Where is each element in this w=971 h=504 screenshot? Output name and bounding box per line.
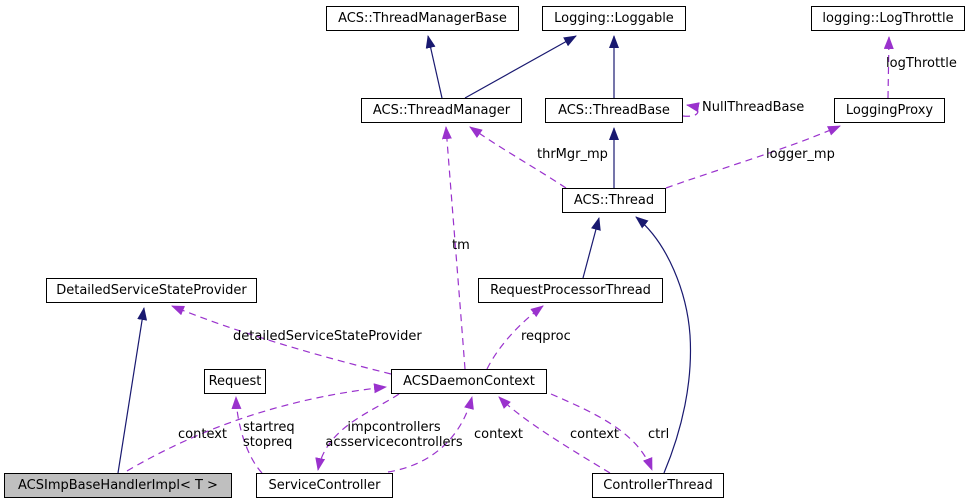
edge-label-logger-mp: logger_mp xyxy=(766,147,835,162)
node-acsimpbasehandlerimpl: ACSImpBaseHandlerImpl< T > xyxy=(4,473,232,498)
edge-controllerthread-to-adc-context xyxy=(498,396,611,474)
edge-impl-to-dssp xyxy=(117,307,148,474)
edge-label-context-impl: context xyxy=(178,427,227,442)
edge-loggingproxy-to-logthrottle xyxy=(883,36,894,99)
edge-controllerthread-to-thread xyxy=(635,216,692,474)
edge-label-impcontrollers: impcontrollers acsservicecontrollers xyxy=(325,420,463,450)
node-acs-threadmanager[interactable]: ACS::ThreadManager xyxy=(361,98,522,123)
edge-label-nullthreadbase: NullThreadBase xyxy=(702,100,805,115)
edge-label-logthrottle: logThrottle xyxy=(886,56,957,71)
edge-rpt-to-thread xyxy=(582,217,601,279)
edge-label-detailedservicestateprovider: detailedServiceStateProvider xyxy=(233,329,422,344)
edge-label-thrmgr-mp: thrMgr_mp xyxy=(537,147,608,162)
node-detailedservicestateprovider[interactable]: DetailedServiceStateProvider xyxy=(46,278,257,303)
node-logging-loggable[interactable]: Logging::Loggable xyxy=(542,6,686,31)
edge-label-reqproc: reqproc xyxy=(521,329,571,344)
edge-adc-to-threadmanager-tm xyxy=(441,126,466,370)
node-acs-threadmanagerbase[interactable]: ACS::ThreadManagerBase xyxy=(326,6,519,31)
edge-label-context-sc: context xyxy=(474,427,523,442)
node-requestprocessorthread[interactable]: RequestProcessorThread xyxy=(478,278,663,303)
edge-adc-to-controllerthread-ctrl xyxy=(550,393,653,471)
edge-adc-to-rpt-reqproc xyxy=(486,305,544,370)
edge-adc-to-dssp-provider xyxy=(171,305,392,375)
node-loggingproxy[interactable]: LoggingProxy xyxy=(834,98,945,123)
edge-threadmanager-to-threadmanagerbase xyxy=(425,35,443,99)
node-logging-logthrottle[interactable]: logging::LogThrottle xyxy=(811,6,965,31)
edge-label-startreq-stopreq: startreq stopreq xyxy=(243,420,295,450)
node-acsdaemoncontext[interactable]: ACSDaemonContext xyxy=(391,369,547,394)
node-controllerthread[interactable]: ControllerThread xyxy=(592,473,724,498)
edge-threadmanager-to-loggable xyxy=(464,35,577,99)
edge-impl-to-adc-context xyxy=(126,383,387,472)
edge-thread-to-threadmanager-thrmgr xyxy=(469,126,567,189)
edge-threadbase-self-nullthreadbase xyxy=(682,102,700,117)
usage-edges xyxy=(126,36,894,474)
edge-label-tm: tm xyxy=(452,238,470,253)
edge-label-ctrl: ctrl xyxy=(648,427,670,442)
edge-sc-to-adc-context xyxy=(387,396,474,473)
node-servicecontroller[interactable]: ServiceController xyxy=(256,473,393,498)
edge-adc-to-sc-impcontrollers xyxy=(315,393,400,471)
edge-label-context-ct: context xyxy=(570,427,619,442)
edge-sc-to-request-startreq xyxy=(231,396,263,474)
inheritance-edges xyxy=(117,35,692,474)
node-request[interactable]: Request xyxy=(204,369,266,394)
node-acs-threadbase[interactable]: ACS::ThreadBase xyxy=(545,98,683,123)
node-acs-thread[interactable]: ACS::Thread xyxy=(562,188,666,213)
